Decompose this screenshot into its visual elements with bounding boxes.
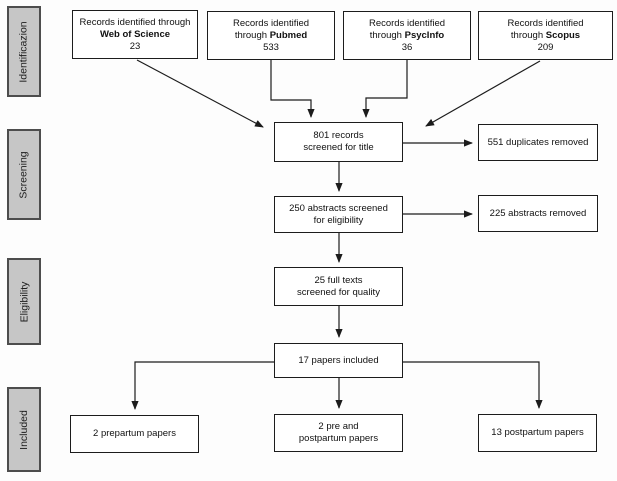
stage-identification-label: Identificazion <box>18 20 31 83</box>
source-line1: Records identified <box>232 17 310 29</box>
source-line2: through PsycInfo <box>369 29 445 41</box>
postpartum-box: 13 postpartum papers <box>478 414 597 452</box>
source-web-of-science-box: Records identified through Web of Scienc… <box>72 10 198 59</box>
papers-included-box: 17 papers included <box>274 343 403 378</box>
source-count: 36 <box>401 41 413 53</box>
pre-postpartum-box: 2 pre and postpartum papers <box>274 414 403 452</box>
source-line1: Records identified <box>507 17 584 29</box>
stage-eligibility-label: Eligibility <box>18 281 31 322</box>
full-texts-box: 25 full texts screened for quality <box>274 267 403 306</box>
source-line2: through Pubmed <box>234 29 308 41</box>
arrow-scopus-to-screened <box>425 60 541 127</box>
arrow-included-to-postpartum <box>403 361 543 409</box>
stage-identification: Identificazion <box>7 6 41 97</box>
source-count: 209 <box>537 41 554 53</box>
source-line2: through Scopus <box>510 29 581 41</box>
stage-included: Included <box>7 387 41 472</box>
arrow-pubmed-to-screened <box>270 60 315 118</box>
stage-screening: Screening <box>7 129 41 220</box>
source-psycinfo-box: Records identified through PsycInfo 36 <box>343 11 471 60</box>
source-count: 533 <box>263 41 279 53</box>
source-count: 23 <box>129 40 141 52</box>
abstracts-removed-box: 225 abstracts removed <box>478 195 598 232</box>
arrow-webofscience-to-screened <box>136 59 264 128</box>
stage-screening-label: Screening <box>18 150 30 199</box>
abstracts-screened-box: 250 abstracts screened for eligibility <box>274 196 403 233</box>
source-line2: Web of Science <box>99 28 171 40</box>
stage-included-label: Included <box>18 409 31 450</box>
records-screened-box: 801 records screened for title <box>274 122 403 162</box>
duplicates-removed-box: 551 duplicates removed <box>478 124 598 161</box>
source-pubmed-box: Records identified through Pubmed 533 <box>207 11 335 60</box>
stage-eligibility: Eligibility <box>7 258 41 345</box>
prepartum-box: 2 prepartum papers <box>70 415 199 453</box>
source-scopus-box: Records identified through Scopus 209 <box>478 11 613 60</box>
arrow-included-to-prepartum <box>131 361 274 410</box>
source-line1: Records identified <box>368 17 446 29</box>
source-line1: Records identified through <box>79 16 191 28</box>
arrow-psycinfo-to-screened <box>362 60 408 118</box>
